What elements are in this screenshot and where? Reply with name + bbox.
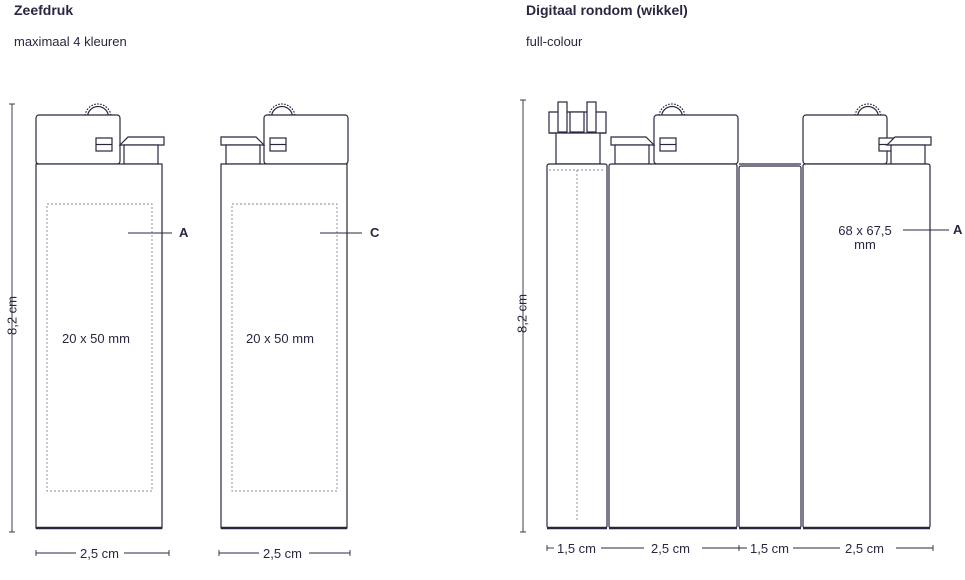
wrap-back-panel xyxy=(802,103,949,530)
lighter-c-drawing xyxy=(220,103,362,530)
lighter-c-side-label: C xyxy=(370,225,380,240)
lighter-c-print-area-label: 20 x 50 mm xyxy=(246,331,314,346)
digital-wrap-subtitle: full-colour xyxy=(526,34,583,49)
screen-print-title: Zeefdruk xyxy=(14,2,74,18)
lighter-a-width-label: 2,5 cm xyxy=(80,546,120,561)
wrap-side-panel-2 xyxy=(738,163,802,530)
right-height-dimension xyxy=(520,99,526,533)
wrap-width-label-2: 2,5 cm xyxy=(651,541,691,556)
wrap-print-area-label: 68 x 67,5 mm xyxy=(830,224,900,252)
wrap-front-panel xyxy=(608,103,739,530)
wrap-print-area-unit: mm xyxy=(854,237,876,252)
wrap-width-label-3: 1,5 cm xyxy=(750,541,790,556)
left-height-label: 8,2 cm xyxy=(4,296,20,336)
wrap-print-area-size: 68 x 67,5 xyxy=(838,223,892,238)
right-width-dimensions xyxy=(546,545,934,551)
digital-wrap-title: Digitaal rondom (wikkel) xyxy=(526,2,688,18)
left-height-dimension xyxy=(9,103,15,533)
wrap-width-label-1: 1,5 cm xyxy=(557,541,597,556)
wrap-side-label: A xyxy=(953,222,963,237)
lighter-a-side-label: A xyxy=(179,225,189,240)
wrap-width-label-4: 2,5 cm xyxy=(845,541,885,556)
wrap-side-panel-1 xyxy=(546,101,608,530)
lighter-a-drawing xyxy=(35,103,172,530)
lighter-a-print-area-label: 20 x 50 mm xyxy=(62,331,130,346)
screen-print-subtitle: maximaal 4 kleuren xyxy=(14,34,127,49)
lighter-c-width-label: 2,5 cm xyxy=(263,546,303,561)
left-width-dimensions xyxy=(35,550,351,556)
right-height-label: 8,2 cm xyxy=(514,294,530,334)
